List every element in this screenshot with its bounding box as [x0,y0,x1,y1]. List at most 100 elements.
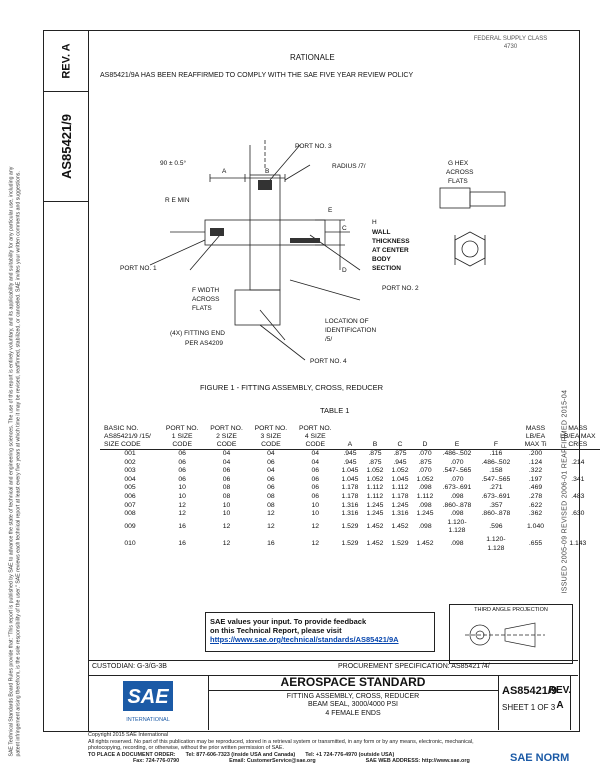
table-cell: 10 [178,484,186,492]
table-cell: 1.120-1.128 [447,518,467,535]
table-cell: .673-.691 [442,484,472,492]
table-cell: 06 [222,475,231,483]
table-cell: 1.529 [341,523,359,531]
table-header-cell: A [347,441,353,448]
footer-copyright: Copyright 2015 SAE International [88,732,169,738]
table-cell: 1.112 [416,492,434,500]
table-cell: 1.052 [391,467,409,475]
title-line2: BEAM SEAL, 3000/4000 PSI [308,701,398,709]
footer-order: TO PLACE A DOCUMENT ORDER: [88,751,176,758]
doc-number-box: AS85421/9 [44,91,89,202]
table-header-cell: PORT NO. 2 SIZE CODE [210,425,243,448]
table-cell: .278 [528,492,543,500]
fitting-figure: 90 ± 0.5° PORT NO. 3 RADIUS /7/ A B C D … [120,140,506,365]
label-fwidth: F WIDTH [192,287,219,294]
table-header-cell: PORT NO. 3 SIZE CODE [254,425,288,448]
table-cell: 005 [124,484,136,492]
table-cell: .070 [450,475,464,483]
table-cell: .875 [393,450,407,457]
table-cell: 06 [267,484,275,492]
table-header-cell: PORT NO. 1 SIZE CODE [165,425,199,448]
table-cell: 08 [267,501,275,509]
left-column: REV. A AS85421/9 [43,30,89,732]
table-cell: .622 [528,501,543,509]
table-cell: 16 [178,540,186,548]
table-cell: 12 [311,523,320,531]
table-cell: 1.178 [391,492,409,500]
tb-rev-label: REV. [548,685,572,696]
label-remin: R E MIN [165,197,190,204]
table-cell: .158 [489,467,503,475]
table-cell: .875 [368,450,382,457]
table-cell: .341 [571,475,585,483]
footer-email: Email: CustomerService@sae.org [229,758,316,764]
table-cell: 10 [222,510,231,518]
table-cell: .655 [528,540,543,548]
table-header-cell: E [454,441,460,448]
table-cell: 08 [267,492,275,500]
table-cell: .486-.502 [481,458,511,466]
feedback-link[interactable]: https://www.sae.org/technical/standards/… [210,635,399,644]
table-title: TABLE 1 [320,406,350,415]
label-d: D [342,267,347,274]
table-cell: 04 [311,458,320,466]
table-cell: .547-.565 [481,475,511,483]
table-cell: 06 [178,458,186,466]
table-cell: 1.452 [366,523,384,531]
label-c: C [342,225,347,232]
table-header-cell: F [493,441,498,448]
feedback-line2: on this Technical Report, please visit [210,626,342,635]
table-cell: 04 [267,467,275,475]
label-per: PER AS4209 [185,340,223,347]
footer-web[interactable]: SAE WEB ADDRESS: http://www.sae.org [365,758,470,764]
table-cell: .630 [571,510,585,518]
third-angle-label: THIRD ANGLE PROJECTION [474,607,548,613]
table-cell: 1.045 [341,467,359,475]
tb-doc-number: AS85421/9 [502,685,558,697]
table-cell: 06 [178,475,186,483]
table-cell: 1.452 [366,540,384,548]
label-h: H [372,219,377,226]
table-cell: 16 [178,523,186,531]
label-across: ACROSS [192,296,220,303]
table-cell: 006 [124,492,136,500]
table-cell: 1.052 [366,475,384,483]
rev-value: A [60,43,73,52]
table-cell: 06 [222,467,231,475]
label-five: /5/ [325,336,332,343]
table-cell: .673-.691 [481,492,511,500]
title-area: AEROSPACE STANDARD FITTING ASSEMBLY, CRO… [208,675,499,730]
logo-sub: INTERNATIONAL [126,717,170,723]
table-cell: .860-.878 [481,510,511,518]
label-fittingend: (4X) FITTING END [170,330,225,337]
table-cell: 06 [311,484,320,492]
label-ghex-across: ACROSS [446,169,474,176]
table-cell: 12 [311,540,320,548]
table-cell: .596 [489,523,503,531]
rationale-heading: RATIONALE [290,53,335,62]
label-flats: FLATS [192,305,212,312]
table-cell: .124 [528,458,543,466]
label-section: SECTION [372,265,401,272]
standard-heading: AEROSPACE STANDARD [208,675,498,691]
footer: Copyright 2015 SAE International All rig… [88,732,588,765]
table-cell: 1.245 [416,510,434,518]
table-cell: 04 [222,450,231,457]
footer-rights: All rights reserved. No part of this pub… [88,738,474,752]
table-cell: 003 [124,467,136,475]
table-cell: 007 [124,501,136,509]
table-cell: 1.045 [391,475,409,483]
label-ghex: G HEX [448,160,469,167]
table-cell: 04 [222,458,231,466]
custodian-bar: CUSTODIAN: G-3/G-3B PROCUREMENT SPECIFIC… [88,660,578,676]
label-angle: 90 ± 0.5° [160,159,186,167]
label-wall: WALL [372,229,390,236]
drawing-frame [88,30,580,732]
